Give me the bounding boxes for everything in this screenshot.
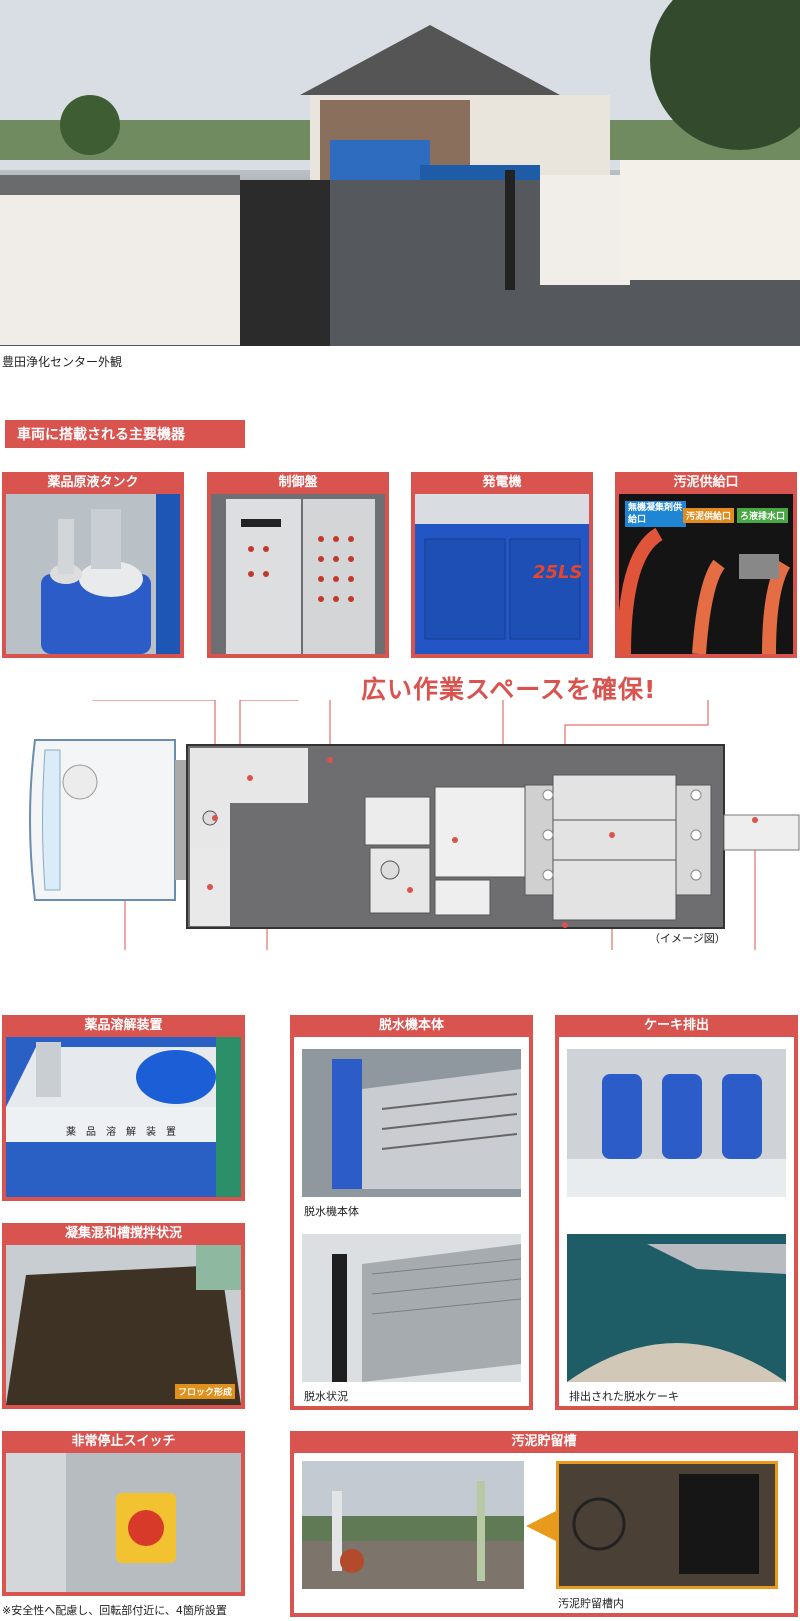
sludge-storage-caption: 汚泥貯留槽内 [558, 1597, 624, 1610]
panel-title: 薬品溶解装置 [84, 1018, 163, 1033]
dewatering-caption-1: 脱水機本体 [304, 1205, 359, 1218]
emergency-stop-photo [6, 1453, 241, 1592]
callout-workspace: 広い作業スペースを確保! [361, 675, 657, 704]
panel-title: 汚泥貯留槽 [511, 1434, 577, 1449]
sludge-supply-photo: 無機凝集剤供給口 汚泥供給口 ろ液排水口 [619, 494, 793, 654]
panel-sludge-storage: 汚泥貯留槽 汚泥貯留槽内 [290, 1431, 798, 1617]
facility-photo [0, 0, 800, 346]
dewatering-caption-2: 脱水状況 [304, 1390, 348, 1403]
chem-tank-photo [6, 494, 180, 654]
cake-machines-photo [567, 1049, 786, 1197]
panel-control-panel: 制御盤 [207, 472, 389, 658]
panel-flocculation: 凝集混和槽撹拌状況 フロック形成 [2, 1223, 245, 1409]
cake-caption: 排出された脱水ケーキ [569, 1390, 679, 1403]
dissolver-label-text: 薬 品 溶 解 装 置 [66, 1127, 176, 1138]
control-panel-photo [211, 494, 385, 654]
generator-model-label: 25LS [533, 562, 583, 583]
panel-chem-dissolver: 薬品溶解装置 薬 品 溶 解 装 置 [2, 1015, 245, 1201]
truck-diagram [0, 658, 800, 1198]
panel-title: 非常停止スイッチ [71, 1434, 176, 1449]
panel-title: 脱水機本体 [378, 1018, 444, 1033]
panel-emergency-stop: 非常停止スイッチ [2, 1431, 245, 1596]
section-title: 車両に搭載される主要機器 [5, 420, 245, 448]
panel-cake-discharge: ケーキ排出 排出された脱水ケーキ [555, 1015, 798, 1410]
panel-title: ケーキ排出 [643, 1018, 709, 1033]
dewatering-machine-photo [302, 1049, 521, 1197]
dewatering-body: 脱水機本体 脱水状況 [294, 1037, 529, 1406]
cake-body: 排出された脱水ケーキ [559, 1037, 794, 1406]
panel-title: 発電機 [482, 475, 522, 490]
tag-sludge-inlet: 汚泥供給口 [683, 508, 735, 523]
generator-photo: 25LS [415, 494, 589, 654]
panel-title: 汚泥供給口 [673, 475, 739, 490]
image-note: （イメージ図） [649, 932, 726, 945]
emergency-stop-note: ※安全性へ配慮し、回転部付近に、4箇所設置 [2, 1604, 227, 1617]
panel-dewatering: 脱水機本体 脱水機本体 脱水状況 [290, 1015, 533, 1410]
panel-chem-tank: 薬品原液タンク [2, 472, 184, 658]
floc-formation-badge: フロック形成 [174, 1384, 235, 1399]
panel-sludge-supply: 汚泥供給口 無機凝集剤供給口 汚泥供給口 ろ液排水口 [615, 472, 797, 658]
tag-coagulant-inlet: 無機凝集剤供給口 [625, 501, 686, 527]
flocculation-photo: フロック形成 [6, 1245, 241, 1405]
panel-generator: 発電機 25LS [411, 472, 593, 658]
panel-title: 制御盤 [278, 475, 318, 490]
chem-dissolver-photo: 薬 品 溶 解 装 置 [6, 1037, 241, 1197]
cake-pile-photo [567, 1234, 786, 1382]
facility-photo-caption: 豊田浄化センター外観 [2, 355, 123, 369]
sludge-storage-outdoor-photo [302, 1461, 524, 1589]
panel-title: 薬品原液タンク [47, 475, 139, 490]
panel-title: 凝集混和槽撹拌状況 [64, 1226, 182, 1241]
sludge-storage-body: 汚泥貯留槽内 [294, 1453, 794, 1613]
dewatering-state-photo [302, 1234, 521, 1382]
sludge-storage-inside-photo [556, 1461, 778, 1589]
zoom-arrow-icon [526, 1511, 556, 1541]
tag-filtrate-outlet: ろ液排水口 [737, 508, 789, 523]
